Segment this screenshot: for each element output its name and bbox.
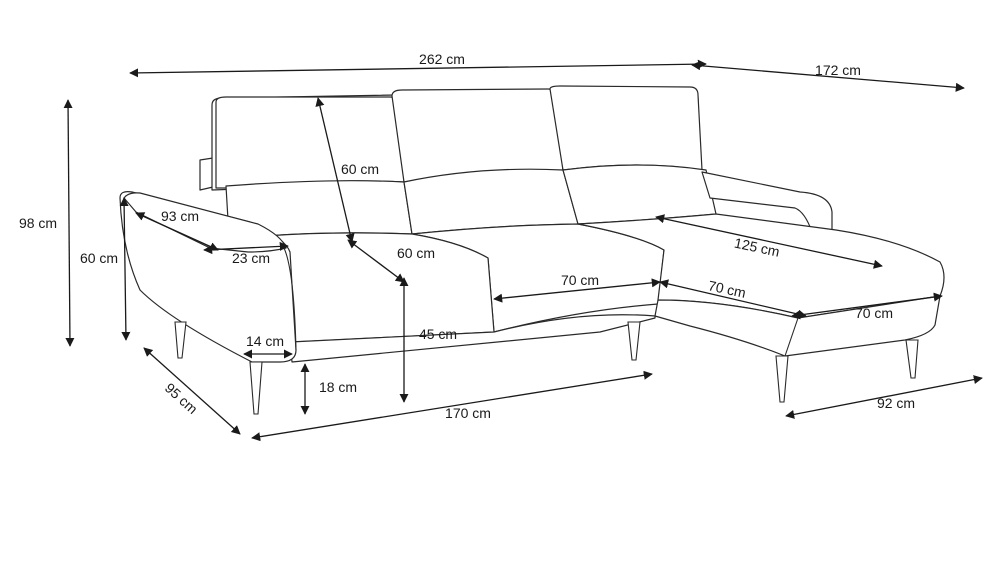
label-seat-depth: 60 cm [397,245,435,261]
main-base [289,314,656,363]
label-base-width: 170 cm [445,405,491,421]
label-chaise-cushion-width: 70 cm [707,277,748,301]
dim-line-total-height [63,99,75,347]
leg-center [627,321,641,361]
back-cushion-upper-2 [391,88,564,183]
back-cushion-upper-3 [549,85,703,171]
dim-line-chaise-length [655,214,883,269]
label-cushion-width: 70 cm [561,272,599,288]
label-arm-leg-offset: 14 cm [246,333,284,349]
leg-chaise-right [905,339,919,379]
label-chaise-width: 92 cm [877,395,915,411]
dim-line-base-width [251,370,653,442]
label-arm-height: 60 cm [80,250,118,266]
label-total-height: 98 cm [19,215,57,231]
label-chaise-depth-total: 172 cm [815,62,861,78]
label-arm-width: 23 cm [232,250,270,266]
label-leg-height: 18 cm [319,379,357,395]
dim-line-depth [143,347,241,435]
label-back-height: 60 cm [341,161,379,177]
dim-line-chaise-width [785,375,983,419]
label-chaise-end-width: 70 cm [855,305,893,321]
dim-line-arm-height [119,197,131,341]
label-total-width: 262 cm [419,51,465,67]
chaise-base-corner [784,317,799,357]
leg-chaise-front [775,355,789,403]
dim-line-chaise-end-width [791,292,943,320]
back-cushion-lower-3 [562,164,717,225]
leg-back-left [174,321,187,359]
dim-line-total-width [129,59,707,78]
dim-line-chaise-cushion-width [659,279,807,319]
dim-line-chaise-depth-total [691,61,965,92]
dimension-labels: 262 cm 172 cm 98 cm 60 cm 93 cm 23 cm 14… [19,51,915,421]
dimension-lines [63,59,983,442]
label-seat-height: 45 cm [419,326,457,342]
label-arm-length: 93 cm [161,208,199,224]
dim-line-cushion-width [493,278,661,303]
dim-line-back-height [315,97,355,243]
leg-front-left [249,361,263,415]
back-side-panel [199,157,214,191]
dim-line-arm-width [203,241,289,255]
dim-line-seat-depth [347,239,405,283]
seat-cushion-left [264,232,495,343]
label-depth: 95 cm [162,380,201,417]
